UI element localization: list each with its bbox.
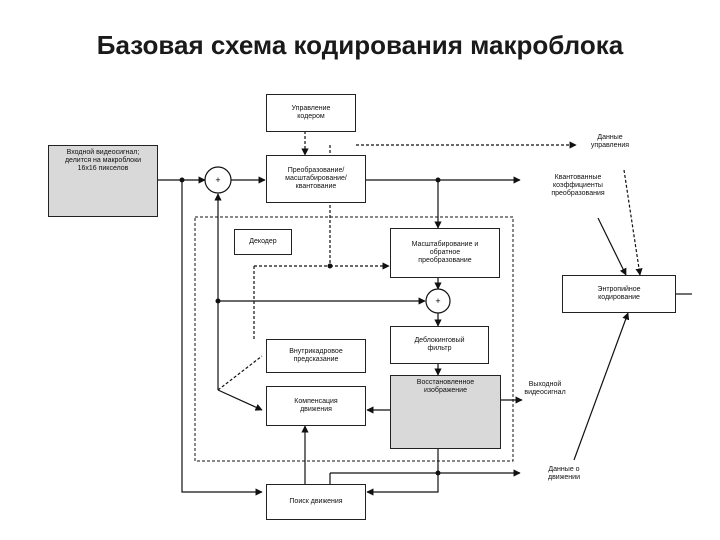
flow-recon-to-search — [366, 449, 439, 496]
flow-coeffs-to-entropy — [597, 217, 627, 276]
inverse-transform-label: Масштабирование и обратное преобразовани… — [411, 241, 479, 264]
motion-search-label: Поиск движения — [289, 498, 343, 505]
motion-search-block: Поиск движения — [266, 484, 366, 520]
reconstructed-image-label: Восстановленное изображение — [416, 379, 475, 394]
flow-motion-to-entropy — [573, 312, 630, 461]
adder-node — [425, 288, 451, 314]
summing-node-symbol: + — [215, 175, 220, 185]
deblocking-label: Деблокинговый фильтр — [414, 337, 465, 352]
junction-dot — [179, 177, 185, 183]
control-intra-switch — [217, 355, 263, 391]
input-video-block: Входной видеосигнал; делится на макробло… — [48, 145, 158, 217]
motion-compensation-block: Компенсация движения — [266, 386, 366, 426]
quantized-coeffs-label: Квантованные коэффициенты преобразования — [551, 174, 605, 197]
adder-node-symbol: + — [435, 296, 440, 306]
coder-control-block: Управление кодером — [266, 94, 356, 132]
decoder-block: Декодер — [234, 229, 292, 255]
intra-prediction-label: Внутрикадровое предсказание — [289, 348, 343, 363]
junction-dot — [327, 263, 333, 269]
junction-dot — [215, 298, 221, 304]
output-video-label: Выходной видеосигнал — [524, 381, 566, 396]
summing-node — [204, 166, 232, 194]
control-data-to-entropy — [623, 169, 643, 276]
motion-data-label: Данные о движении — [548, 466, 580, 481]
junction-dot — [435, 470, 441, 476]
motion-compensation-label: Компенсация движения — [294, 398, 338, 413]
decoder-boundary — [194, 216, 514, 462]
control-data-label: Данные управления — [590, 134, 630, 149]
transform-label: Преобразование/ масштабирование/ квантов… — [285, 167, 347, 190]
coder-control-label: Управление кодером — [291, 105, 331, 120]
inverse-transform-block: Масштабирование и обратное преобразовани… — [390, 228, 500, 278]
junction-dot — [435, 177, 441, 183]
transform-block: Преобразование/ масштабирование/ квантов… — [266, 155, 366, 203]
reconstructed-image-block: Восстановленное изображение — [390, 375, 501, 449]
flow-input-to-search — [181, 180, 263, 496]
deblocking-block: Деблокинговый фильтр — [390, 326, 489, 364]
decoder-label: Декодер — [249, 238, 277, 245]
entropy-coding-label: Энтропийное кодирование — [597, 286, 641, 301]
input-video-label: Входной видеосигнал; делится на макробло… — [64, 149, 142, 172]
entropy-coding-block: Энтропийное кодирование — [562, 275, 676, 313]
intra-prediction-block: Внутрикадровое предсказание — [266, 339, 366, 373]
diagram-title: Базовая схема кодирования макроблока — [96, 30, 624, 60]
flow-mc-switch — [217, 389, 263, 411]
